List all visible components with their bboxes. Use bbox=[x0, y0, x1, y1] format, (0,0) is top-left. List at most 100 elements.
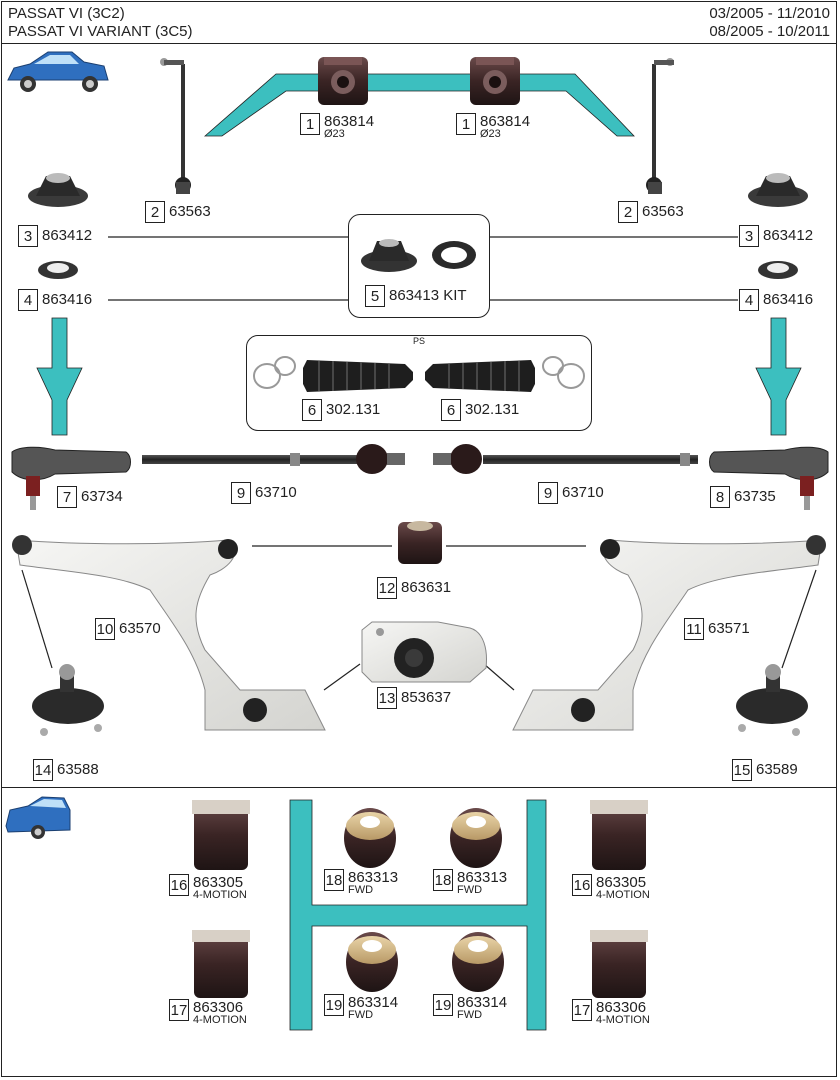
part-code: 863314 bbox=[457, 994, 508, 1011]
stabilizer-link-left bbox=[160, 58, 191, 194]
part-number: 4 bbox=[739, 289, 759, 311]
car-sedan-icon bbox=[7, 51, 109, 92]
part-code: 302.131 bbox=[465, 401, 520, 418]
part-number: 19 bbox=[433, 994, 453, 1016]
strut-mount-left bbox=[28, 173, 88, 207]
part-note: Ø23 bbox=[324, 128, 345, 140]
part-code: 863313 bbox=[348, 869, 399, 886]
part-code: 63735 bbox=[734, 488, 776, 505]
kit-parts-image bbox=[361, 239, 476, 272]
part-number: 2 bbox=[618, 201, 638, 223]
part-note: FWD bbox=[457, 884, 483, 896]
stabilizer-bushing-right bbox=[470, 57, 520, 105]
ps-label: PS bbox=[413, 336, 426, 346]
part-note: FWD bbox=[348, 1009, 374, 1021]
rear-bushing-18-right bbox=[450, 808, 502, 868]
strut-bearing-right bbox=[758, 261, 798, 279]
rear-bushing-18-left bbox=[344, 808, 396, 868]
ps-box: PS bbox=[246, 335, 592, 431]
part-code: 63589 bbox=[756, 761, 798, 778]
control-arm-right bbox=[512, 535, 826, 731]
part-note: 4-MOTION bbox=[596, 889, 650, 901]
part-number: 2 bbox=[145, 201, 165, 223]
part-number: 4 bbox=[18, 289, 38, 311]
part-code: 863305 bbox=[596, 874, 647, 891]
part-number: 18 bbox=[433, 869, 453, 891]
part-number: 18 bbox=[324, 869, 344, 891]
inner-tie-rod-right bbox=[433, 444, 698, 474]
part-number: 11 bbox=[684, 618, 704, 640]
part-code: 63588 bbox=[57, 761, 99, 778]
header: PASSAT VI (3C2) PASSAT VI VARIANT (3C5) … bbox=[1, 1, 837, 44]
steering-boots-image bbox=[253, 356, 585, 392]
section-divider bbox=[1, 787, 837, 788]
arrow-down-right bbox=[755, 317, 802, 436]
part-number: 6 bbox=[302, 399, 322, 421]
part-code: 863314 bbox=[348, 994, 399, 1011]
rear-bushing-17-left bbox=[192, 930, 250, 998]
part-note: 4-MOTION bbox=[193, 889, 247, 901]
part-number: 1 bbox=[456, 113, 476, 135]
inner-tie-rod-left bbox=[142, 444, 405, 474]
date-range-1: 03/2005 - 11/2010 bbox=[709, 5, 830, 22]
part-code: 863306 bbox=[193, 999, 244, 1016]
strut-bearing-left bbox=[38, 261, 78, 279]
arrow-down-left bbox=[36, 317, 83, 436]
part-number: 17 bbox=[572, 999, 592, 1021]
arm-bushing-rear bbox=[361, 621, 487, 683]
part-code: 853637 bbox=[401, 689, 452, 706]
stabilizer-bar bbox=[203, 73, 635, 137]
part-code: 863631 bbox=[401, 579, 452, 596]
rear-bushing-19-left bbox=[346, 932, 398, 992]
model-title-1: PASSAT VI (3C2) bbox=[8, 5, 125, 22]
part-code: 863412 bbox=[42, 227, 93, 244]
part-code: 863412 bbox=[763, 227, 814, 244]
part-number: 14 bbox=[33, 759, 53, 781]
tie-rod-end-left bbox=[11, 446, 131, 510]
part-number: 10 bbox=[95, 618, 115, 640]
part-number: 19 bbox=[324, 994, 344, 1016]
part-number: 1 bbox=[300, 113, 320, 135]
part-note: 4-MOTION bbox=[193, 1014, 247, 1026]
part-note: FWD bbox=[457, 1009, 483, 1021]
part-number: 8 bbox=[710, 486, 730, 508]
ball-joint-right bbox=[736, 664, 808, 736]
part-code: 63734 bbox=[81, 488, 123, 505]
rear-bushing-19-right bbox=[452, 932, 504, 992]
part-note: FWD bbox=[348, 884, 374, 896]
strut-mount-right bbox=[748, 173, 808, 207]
part-number: 6 bbox=[441, 399, 461, 421]
part-code: 863305 bbox=[193, 874, 244, 891]
part-code: 863814 bbox=[480, 113, 531, 130]
part-code: 63563 bbox=[642, 203, 684, 220]
part-code: 302.131 bbox=[326, 401, 381, 418]
part-number: 16 bbox=[572, 874, 592, 896]
part-code: 863413 KIT bbox=[389, 287, 467, 304]
part-code: 63571 bbox=[708, 620, 750, 637]
model-title-2: PASSAT VI VARIANT (3C5) bbox=[8, 23, 193, 40]
rear-bushing-17-right bbox=[590, 930, 648, 998]
car-sedan-rear-icon bbox=[5, 796, 71, 839]
part-number: 13 bbox=[377, 687, 397, 709]
